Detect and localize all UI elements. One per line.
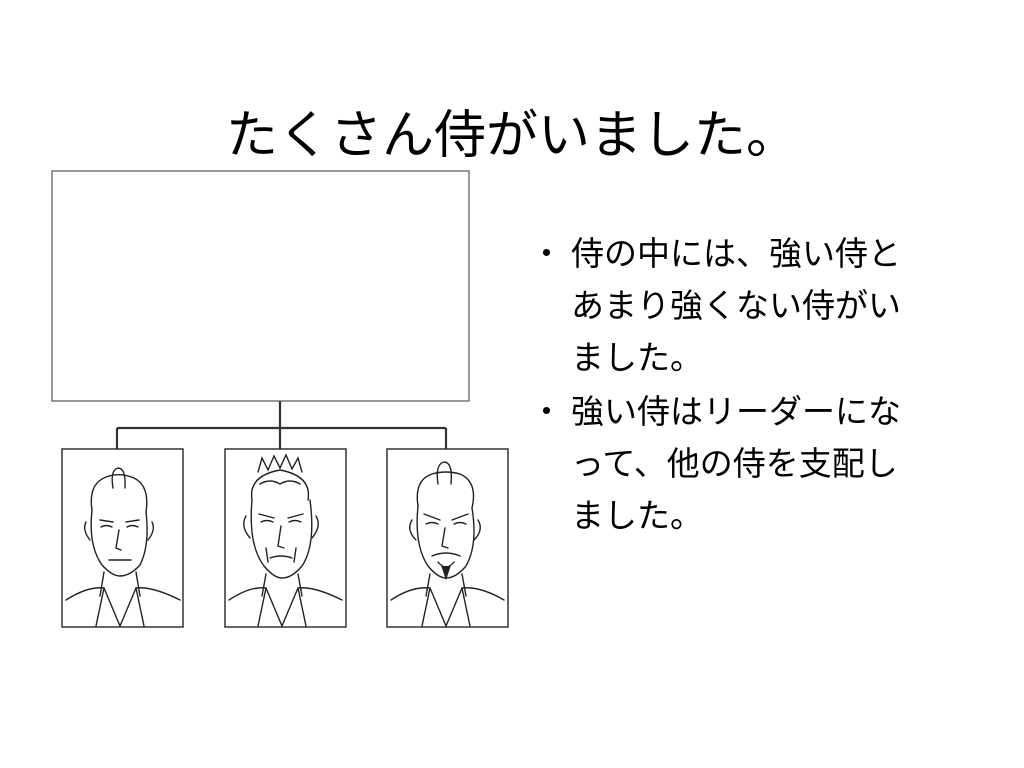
leader-box: [51, 170, 470, 402]
bullet-item-2: ・ 強い侍はリーダーになって、他の侍を支配しました。: [528, 386, 928, 542]
bullet-item-1: ・ 侍の中には、強い侍とあまり強くない侍がいました。: [528, 228, 928, 384]
connector-lines: [115, 401, 448, 449]
bullet-text: 強い侍はリーダーになって、他の侍を支配しました。: [571, 392, 901, 535]
bullet-text: 侍の中には、強い侍とあまり強くない侍がいました。: [571, 234, 901, 377]
samurai-portrait-1: [61, 448, 184, 628]
bullet-marker: ・: [530, 392, 563, 431]
samurai-portrait-2: [224, 448, 347, 628]
slide-title: たくさん侍がいました。: [225, 106, 798, 166]
samurai-portrait-3: [386, 448, 509, 628]
bullet-marker: ・: [530, 234, 563, 273]
bullet-list: ・ 侍の中には、強い侍とあまり強くない侍がいました。 ・ 強い侍はリーダーになっ…: [528, 228, 928, 544]
